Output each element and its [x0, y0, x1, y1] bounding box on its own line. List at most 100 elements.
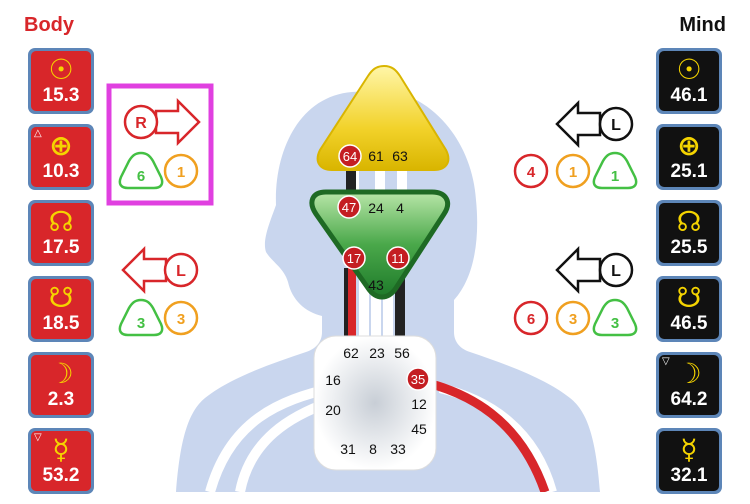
body-south-node-value: 18.5	[42, 313, 80, 334]
mind-tile-earth: ⊕25.1	[656, 124, 722, 190]
body-earth-value: 10.3	[42, 161, 80, 182]
mind-earth-value: 25.1	[670, 161, 708, 182]
arrow-letter-top-right: L	[611, 117, 621, 134]
north-node-icon: ☊	[48, 205, 74, 238]
arrow-letter-top-left: R	[135, 115, 147, 132]
head-center	[316, 64, 450, 171]
body-tile-sun: ☉15.3	[28, 48, 94, 114]
gate-23: 23	[369, 345, 385, 361]
arrow-right-icon	[123, 97, 201, 147]
circle-icon	[513, 153, 549, 189]
throat-center	[313, 335, 437, 471]
tri-top-right: 1	[611, 168, 619, 185]
tri-top-left: 6	[137, 168, 145, 185]
gate-11: 11	[391, 251, 405, 266]
body-tile-moon: ☽2.3	[28, 352, 94, 418]
arrow-left-icon	[121, 245, 199, 295]
gate-33: 33	[390, 441, 406, 457]
earth-icon: ⊕	[677, 129, 701, 162]
sun-icon: ☉	[48, 53, 74, 86]
mind-sun-value: 46.1	[670, 85, 708, 106]
gate-20: 20	[325, 402, 341, 418]
sun-icon: ☉	[676, 53, 702, 86]
moon-icon: ☽	[48, 357, 74, 390]
mercury-icon: ☿	[680, 433, 698, 466]
triangle-icon	[592, 151, 638, 190]
gate-43: 43	[368, 277, 384, 293]
body-sun-value: 15.3	[42, 85, 80, 106]
mind-mercury-value: 32.1	[670, 465, 708, 486]
gate-35: 35	[411, 372, 425, 387]
marker: ▽	[662, 356, 670, 367]
circle-icon	[555, 300, 591, 336]
mind-north-node-value: 25.5	[670, 237, 708, 258]
triangle-icon	[118, 151, 164, 190]
circle-top-right: 1	[569, 164, 577, 181]
circle-icon	[513, 300, 549, 336]
south-node-icon: ☋	[48, 281, 74, 314]
bodygraph-svg: 64 61 63 47 24 4 17 11 43 62 23 56 16 35…	[106, 64, 638, 492]
moon-icon: ☽	[676, 357, 702, 390]
body-tile-south-node: ☋18.5	[28, 276, 94, 342]
mind-moon-value: 64.2	[670, 389, 708, 410]
tri-bottom-right: 3	[611, 315, 619, 332]
circle-icon	[555, 153, 591, 189]
tri-bottom-left: 3	[137, 315, 145, 332]
gate-62: 62	[343, 345, 359, 361]
gate-64: 64	[343, 149, 357, 164]
gate-4: 4	[396, 200, 404, 216]
circle-icon	[163, 300, 199, 336]
marker: △	[34, 128, 42, 139]
south-node-icon: ☋	[676, 281, 702, 314]
mind-header: Mind	[679, 14, 726, 36]
body-mercury-value: 53.2	[42, 465, 80, 486]
highlight-box	[106, 83, 214, 206]
body-north-node-value: 17.5	[42, 237, 80, 258]
triangle-icon	[118, 298, 164, 337]
circle-bottom-left: 3	[177, 311, 185, 328]
north-node-icon: ☊	[676, 205, 702, 238]
channel-11-56	[395, 268, 405, 346]
body-tile-north-node: ☊17.5	[28, 200, 94, 266]
mercury-icon: ☿	[52, 433, 70, 466]
red-circle-top-right: 4	[527, 164, 536, 181]
mind-tile-mercury: ☿32.1	[656, 428, 722, 494]
mind-tile-moon: ▽ ☽64.2	[656, 352, 722, 418]
mind-column: ☉46.1 ⊕25.1 ☊25.5 ☋46.5 ▽ ☽64.2 ☿32.1	[656, 48, 722, 504]
gate-8: 8	[369, 441, 377, 457]
gate-61: 61	[368, 148, 384, 164]
body-tile-earth: △ ⊕10.3	[28, 124, 94, 190]
arrow-letter-bottom-right: L	[611, 263, 621, 280]
triangle-icon	[592, 298, 638, 337]
gate-12: 12	[411, 396, 427, 412]
marker: ▽	[34, 432, 42, 443]
arrow-left-icon	[555, 99, 634, 149]
gate-45: 45	[411, 421, 427, 437]
gate-63: 63	[392, 148, 408, 164]
circle-top-left: 1	[177, 164, 185, 181]
gate-31: 31	[340, 441, 356, 457]
body-tile-mercury: ▽ ☿53.2	[28, 428, 94, 494]
channel-17-62	[346, 268, 356, 346]
body-column: ☉15.3 △ ⊕10.3 ☊17.5 ☋18.5 ☽2.3 ▽ ☿53.2	[28, 48, 94, 504]
channel-17-62-black	[344, 268, 348, 346]
body-header: Body	[24, 14, 74, 36]
mind-tile-north-node: ☊25.5	[656, 200, 722, 266]
mind-south-node-value: 46.5	[670, 313, 708, 334]
earth-icon: ⊕	[49, 129, 73, 162]
bodygraph-chart: 64 61 63 47 24 4 17 11 43 62 23 56 16 35…	[24, 14, 726, 494]
gate-16: 16	[325, 372, 341, 388]
mind-tile-sun: ☉46.1	[656, 48, 722, 114]
gate-56: 56	[394, 345, 410, 361]
circle-bottom-right: 3	[569, 311, 577, 328]
mind-tile-south-node: ☋46.5	[656, 276, 722, 342]
red-circle-bottom-right: 6	[527, 311, 535, 328]
arrow-letter-bottom-left: L	[176, 263, 186, 280]
gate-17: 17	[347, 251, 361, 266]
arrow-left-icon	[555, 245, 634, 295]
channel-64-47	[346, 168, 356, 200]
circle-icon	[163, 153, 199, 189]
gate-47: 47	[342, 200, 356, 215]
body-moon-value: 2.3	[47, 389, 75, 410]
gate-24: 24	[368, 200, 384, 216]
